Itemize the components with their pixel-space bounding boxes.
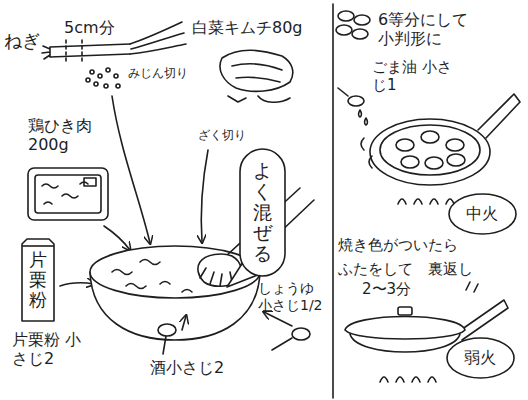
measuring-spoon	[338, 88, 348, 96]
ingredient-label: 白菜キムチ80g	[192, 18, 303, 37]
node-text: よく混ぜる	[253, 160, 272, 264]
frying-pan	[380, 125, 480, 175]
minced-leek	[86, 68, 120, 88]
pan-handle	[458, 300, 508, 340]
leek-greens	[130, 22, 186, 54]
kimchi	[220, 50, 293, 91]
ingredient-label: 酒小さじ2	[150, 358, 224, 377]
package-outline	[22, 239, 54, 321]
burner-flame	[398, 199, 454, 204]
flow-arrow	[182, 316, 186, 330]
heat-badge: 弱火	[446, 337, 515, 379]
minced-meat	[42, 182, 88, 204]
flow-arrow	[104, 226, 130, 250]
starch-package: 片栗粉	[21, 238, 55, 322]
flow-arrow	[112, 96, 150, 243]
flip-mark	[466, 282, 478, 292]
measuring-spoon	[272, 338, 292, 350]
meat-package	[35, 175, 101, 213]
amount-label: 5cm分	[64, 18, 115, 37]
ingredient-label: ねぎ	[4, 30, 40, 52]
lid-knob	[398, 307, 412, 315]
finger	[200, 268, 232, 286]
cut-note: ざく切り	[198, 128, 246, 142]
heat-badge-outline	[447, 338, 514, 378]
node-text: 片栗粉	[29, 250, 47, 309]
step-note: 6等分にして 小判形に	[378, 10, 488, 48]
cut-note: みじん切り	[128, 66, 188, 80]
flow-arrow	[60, 283, 94, 286]
node-text: 中火	[466, 204, 498, 223]
leek	[42, 44, 130, 59]
flow-arrow	[264, 312, 292, 326]
measuring-spoon	[163, 336, 166, 354]
step-note: 裏返し	[428, 260, 473, 278]
flow-arrow	[201, 150, 208, 242]
oil-drop	[359, 110, 368, 125]
cut-mark	[66, 40, 82, 64]
ingredient-label: 鶏ひき肉 200g	[28, 116, 102, 154]
heat-badge: 中火	[448, 193, 517, 235]
burner-flame	[380, 377, 436, 382]
meat-package	[28, 168, 108, 220]
ingredient-label: 片栗粉 小さじ2	[12, 330, 86, 368]
patty	[336, 11, 370, 39]
ingredient-label: しょうゆ 小さじ1/2	[258, 280, 328, 314]
steam	[361, 138, 372, 168]
patty	[396, 131, 465, 169]
kimchi	[228, 64, 290, 102]
pan-lid	[345, 317, 465, 340]
frying-pan	[370, 119, 490, 185]
step-note: 焼き色がついたら	[338, 236, 458, 254]
measuring-spoon	[348, 96, 364, 106]
package-sticker	[84, 178, 96, 186]
step-note: 2〜3分	[362, 280, 411, 298]
heat-badge-outline	[449, 194, 516, 234]
ingredient-label: ごま油 小さじ1	[372, 58, 452, 94]
measuring-spoon	[292, 328, 310, 340]
package-seal	[22, 245, 54, 247]
node-text: 弱火	[464, 348, 496, 367]
bowl-rim	[90, 246, 260, 298]
pan-handle	[478, 94, 520, 138]
step-note: ふたをして	[338, 260, 413, 278]
measuring-spoon	[158, 324, 176, 336]
divider-line	[332, 4, 334, 398]
speech-bubble: よく混ぜる	[239, 148, 286, 277]
bowl-contents	[112, 260, 192, 293]
bubble-outline	[240, 149, 285, 276]
